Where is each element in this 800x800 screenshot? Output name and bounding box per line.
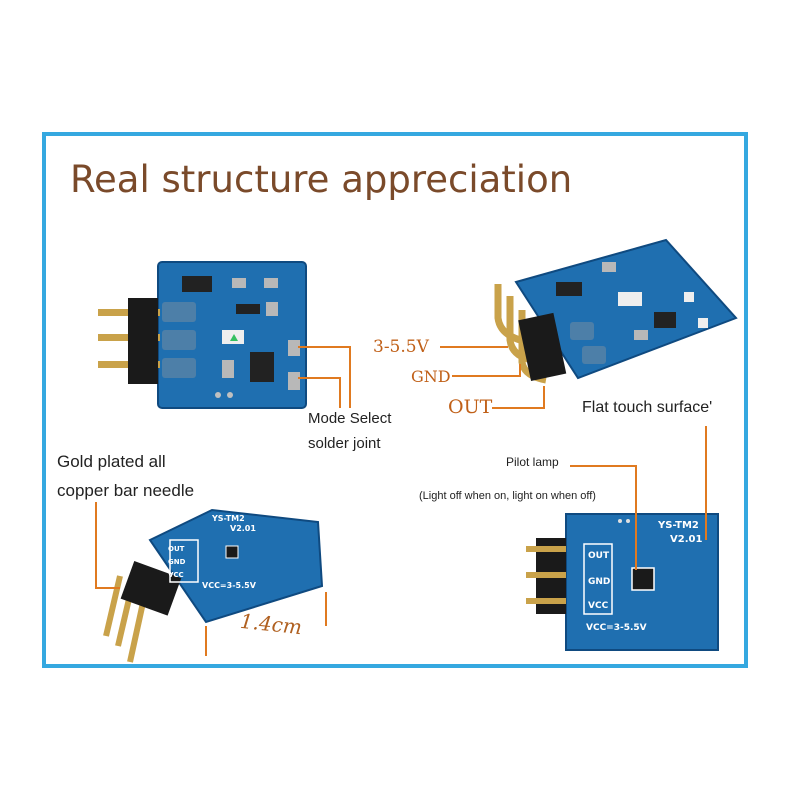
- board-bottom-left: OUT GND VCC VCC=3-5.5V YS-TM2 V2.01: [103, 508, 324, 663]
- label-gold-plated: Gold plated all: [57, 452, 166, 471]
- silk-out-1: OUT: [168, 545, 185, 553]
- label-pilot-lamp: Pilot lamp: [506, 455, 559, 469]
- label-copper-bar-needle: copper bar needle: [57, 481, 195, 500]
- label-voltage: 3-5.5V: [373, 337, 429, 357]
- silk-gnd-1: GND: [168, 558, 186, 566]
- board-top-left: [98, 261, 307, 409]
- label-out: OUT: [448, 396, 493, 418]
- silk-vccrange-2: VCC=3-5.5V: [586, 623, 647, 633]
- silk-gnd-2: GND: [588, 577, 610, 587]
- label-light-note: (Light off when on, light on when off): [419, 490, 596, 502]
- label-solder-joint: solder joint: [308, 435, 381, 452]
- board-top-right: [494, 238, 738, 384]
- label-flat-touch-surface: Flat touch surface': [582, 399, 713, 416]
- page-title: Real structure appreciation: [70, 158, 573, 201]
- silk-ver-1: V2.01: [230, 524, 256, 533]
- silk-out-2: OUT: [588, 551, 610, 561]
- silk-model-1: YS-TM2: [211, 514, 245, 523]
- label-gnd: GND: [411, 367, 451, 386]
- silk-vcc-2: VCC: [588, 601, 609, 611]
- board-bottom-right: OUT GND VCC VCC=3-5.5V YS-TM2 V2.01: [526, 513, 719, 651]
- silk-ver-2: V2.01: [670, 534, 702, 545]
- silk-model-2: YS-TM2: [657, 520, 699, 531]
- silk-vcc-1: VCC: [168, 571, 184, 579]
- label-mode-select: Mode Select: [308, 410, 392, 427]
- silk-vccrange-1: VCC=3-5.5V: [202, 581, 257, 590]
